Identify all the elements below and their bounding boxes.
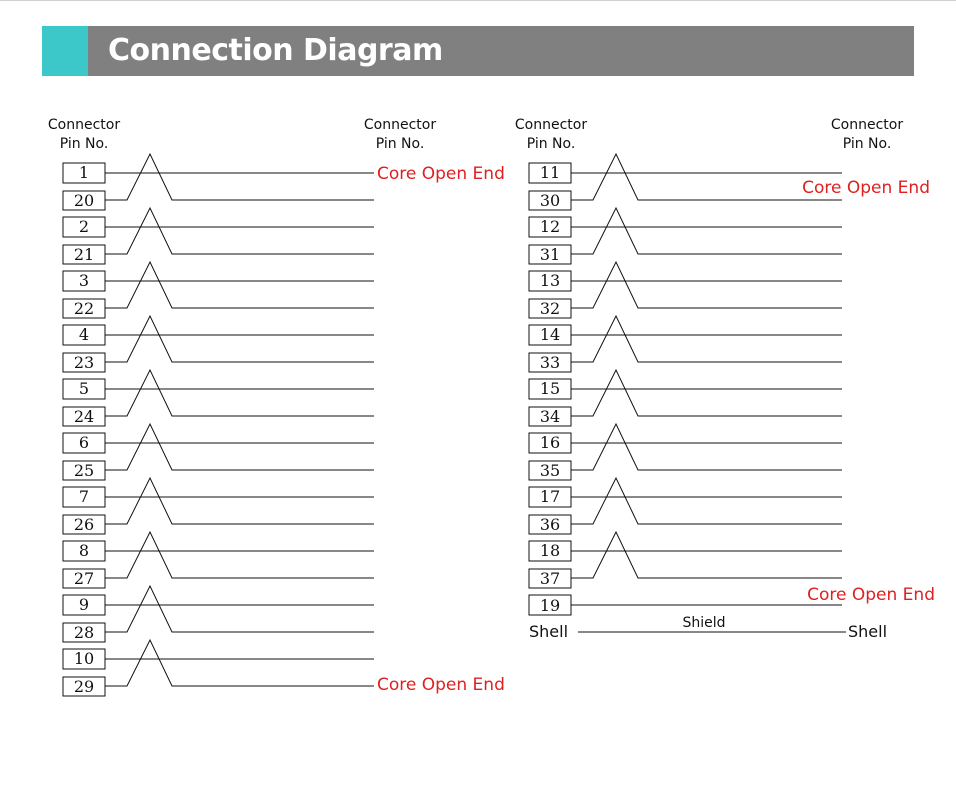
pin-number: 22 <box>74 299 94 318</box>
top-divider <box>0 0 956 1</box>
pin-number: 24 <box>74 407 94 426</box>
header-connector-label: Connector <box>48 117 120 133</box>
pin-number: 34 <box>540 407 560 426</box>
twisted-pair-wire <box>571 314 842 363</box>
pin-number: 9 <box>79 595 89 614</box>
header-connector-label: Connector <box>831 117 903 133</box>
pin-number: 21 <box>74 245 94 264</box>
core-open-end-label: Core Open End <box>377 675 505 695</box>
header-pin-label: Pin No. <box>527 136 576 152</box>
core-open-end-label: Core Open End <box>377 164 505 184</box>
shell-label: Shell <box>848 622 887 641</box>
pin-number: 35 <box>540 461 560 480</box>
pin-number: 5 <box>79 379 89 398</box>
core-open-end-label: Core Open End <box>807 585 935 605</box>
pin-number: 3 <box>79 271 89 290</box>
pin-number: 11 <box>540 163 560 182</box>
pin-number: 1 <box>79 163 89 182</box>
pin-number: 29 <box>74 677 94 696</box>
header-pin-label: Pin No. <box>843 136 892 152</box>
pin-number: 30 <box>540 191 560 210</box>
pin-number: 20 <box>74 191 94 210</box>
twisted-pair-wire <box>571 530 842 579</box>
page-title: Connection Diagram <box>108 33 443 68</box>
twisted-pair-wire <box>571 368 842 417</box>
pin-number: 19 <box>540 596 560 615</box>
pin-number: 33 <box>540 353 560 372</box>
pin-number: 36 <box>540 515 560 534</box>
pin-number: 15 <box>540 379 560 398</box>
pin-number: 14 <box>540 325 560 344</box>
pin-number: 32 <box>540 299 560 318</box>
pin-number: 10 <box>74 649 94 668</box>
pin-number: 2 <box>79 217 89 236</box>
title-bar: Connection Diagram <box>42 26 914 76</box>
pin-number: 17 <box>540 487 560 506</box>
header-connector-label: Connector <box>515 117 587 133</box>
pin-number: 6 <box>79 433 89 452</box>
pin-number: 13 <box>540 271 560 290</box>
pin-number: 27 <box>74 569 94 588</box>
twisted-pair-wire <box>571 152 842 201</box>
twisted-pair-wire <box>105 638 374 687</box>
pin-number: 25 <box>74 461 94 480</box>
pin-number: 31 <box>540 245 560 264</box>
twisted-pair-wire <box>105 422 374 471</box>
core-open-end-label: Core Open End <box>802 178 930 198</box>
header-connector-label: Connector <box>364 117 436 133</box>
pin-number: 23 <box>74 353 94 372</box>
twisted-pair-wire <box>105 584 374 633</box>
title-accent-block <box>42 26 88 76</box>
pin-number: 7 <box>79 487 89 506</box>
pin-number: 18 <box>540 541 560 560</box>
pin-number: 28 <box>74 623 94 642</box>
shell-label: Shell <box>529 622 568 641</box>
pin-number: 37 <box>540 569 560 588</box>
twisted-pair-wire <box>105 206 374 255</box>
pin-number: 12 <box>540 217 560 236</box>
twisted-pair-wire <box>105 260 374 309</box>
twisted-pair-wire <box>105 368 374 417</box>
twisted-pair-wire <box>105 314 374 363</box>
twisted-pair-wire <box>571 476 842 525</box>
twisted-pair-wire <box>105 152 374 201</box>
twisted-pair-wire <box>105 530 374 579</box>
pin-number: 26 <box>74 515 94 534</box>
pin-number: 8 <box>79 541 89 560</box>
twisted-pair-wire <box>571 206 842 255</box>
header-pin-label: Pin No. <box>60 136 109 152</box>
header-pin-label: Pin No. <box>376 136 425 152</box>
pin-number: 4 <box>79 325 89 344</box>
shield-label: Shield <box>682 615 725 631</box>
twisted-pair-wire <box>571 422 842 471</box>
twisted-pair-wire <box>105 476 374 525</box>
twisted-pair-wire <box>571 260 842 309</box>
pin-number: 16 <box>540 433 560 452</box>
